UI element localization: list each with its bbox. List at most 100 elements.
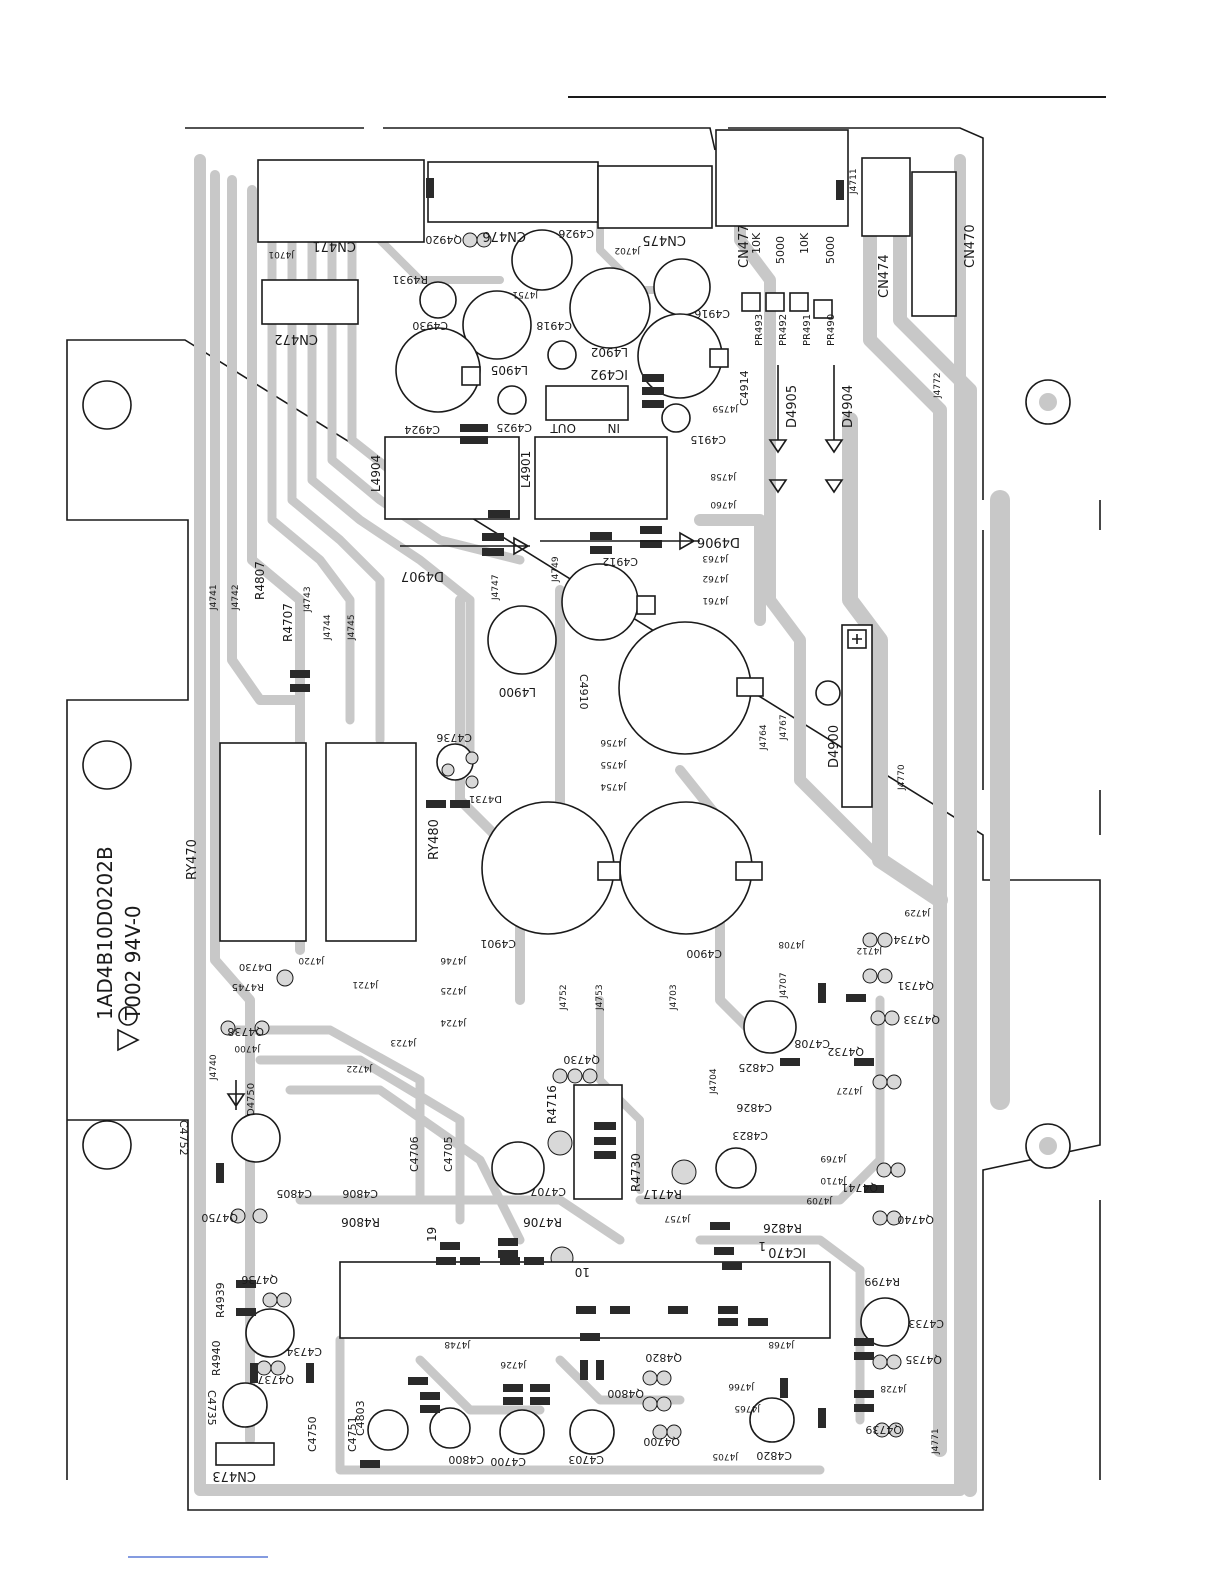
c4925-label: C4925 [496, 421, 532, 434]
polarity-marks [847, 629, 867, 649]
j4712-label: J4712 [856, 945, 883, 955]
r4707-label: R4707 [281, 603, 295, 642]
pr490-label: PR490 [826, 314, 837, 346]
q4732-label: Q4732 [827, 1045, 864, 1058]
j4763-label: J4763 [702, 553, 729, 563]
relay-labels: RY470 RY480 [185, 819, 442, 880]
q4740-label: Q4740 [897, 1213, 934, 1226]
j4720-label: J4720 [298, 955, 325, 965]
l4905-label: L4905 [491, 363, 528, 377]
d4730-label: D4730 [239, 961, 272, 972]
j4768-label: J4768 [768, 1339, 795, 1349]
j4754-label: J4754 [600, 781, 627, 791]
d4905-label: D4905 [785, 385, 800, 428]
j4765-label: J4765 [734, 1403, 761, 1413]
j4726-label: J4726 [500, 1359, 527, 1369]
inductor-labels: L4905 L4902 L4904 L4901 L4900 [369, 345, 628, 699]
q4735-label: Q4735 [905, 1353, 942, 1366]
c4751-label: C4751 [346, 1416, 359, 1452]
q4739-label: Q4739 [865, 1423, 902, 1436]
j4742-label: J4742 [231, 584, 241, 611]
j4700-label: J4700 [234, 1043, 261, 1053]
q4730-label: Q4730 [563, 1053, 600, 1066]
j4711-label: J4711 [849, 168, 859, 195]
j4745-label: J4745 [347, 614, 357, 641]
c4820-label: C4820 [756, 1449, 792, 1462]
r4939-label: R4939 [214, 1282, 227, 1318]
j4755-label: J4755 [600, 759, 627, 769]
c4924-label: C4924 [404, 423, 440, 436]
r4807-label: R4807 [253, 561, 267, 600]
electrolytic-capacitors [222, 229, 910, 1455]
d4731-label: D4731 [469, 793, 502, 804]
c4707-label: C4707 [530, 1185, 566, 1198]
ry470-label: RY470 [185, 839, 200, 880]
j4751-label: J4751 [512, 289, 539, 299]
j4757-label: J4757 [664, 1213, 691, 1223]
j4749-label: J4749 [551, 556, 561, 583]
preset-resistor-bodies [741, 292, 833, 319]
r4716-label: R4716 [545, 1085, 559, 1124]
j4748-label: J4748 [444, 1339, 471, 1349]
r4799-label: R4799 [864, 1275, 900, 1288]
c4750-label: C4750 [306, 1416, 319, 1452]
cn474-label: CN474 [877, 254, 892, 298]
capacitor-labels: C4926 C4930 C4918 C4916 C4924 C4914 C492… [177, 227, 944, 1468]
d4750-label: D4750 [246, 1083, 257, 1116]
j4743-label: J4743 [303, 586, 313, 613]
board-rating-marking: T002 94V-0 [121, 905, 145, 1021]
j4761-label: J4761 [702, 595, 729, 605]
j4725-label: J4725 [440, 985, 467, 995]
r4717-label: R4717 [643, 1187, 682, 1201]
pin1-label: 1 [758, 1239, 766, 1253]
c4703-label: C4703 [568, 1453, 604, 1466]
warning-triangle-icon [117, 1028, 140, 1052]
j4723-label: J4723 [390, 1037, 417, 1047]
j4740-label: J4740 [209, 1054, 219, 1081]
j4701-label: J4701 [268, 249, 295, 259]
j4758-label: J4758 [710, 471, 737, 481]
c4901-label: C4901 [480, 937, 516, 950]
j4729-label: J4729 [904, 907, 931, 917]
mounting-holes [82, 379, 1071, 1170]
c4805-label: C4805 [276, 1187, 312, 1200]
j4741-label: J4741 [209, 584, 219, 611]
j4728-label: J4728 [880, 1383, 907, 1393]
cn470-label: CN470 [963, 224, 978, 268]
j4764-label: J4764 [759, 724, 769, 751]
ic470-body [339, 1261, 831, 1339]
c4826-label: C4826 [736, 1101, 772, 1114]
pr491-label: PR491 [802, 314, 813, 346]
recycle-icon [118, 1006, 138, 1026]
c4915-label: C4915 [690, 433, 726, 446]
j4744-label: J4744 [323, 614, 333, 641]
cn477-label: CN477 [737, 224, 752, 268]
c4700-label: C4700 [490, 1455, 526, 1468]
q4737-label: Q4737 [257, 1373, 294, 1386]
j4756-label: J4756 [600, 737, 627, 747]
pin10-label: 10 [575, 1265, 590, 1279]
cn475-label: CN475 [642, 232, 686, 247]
connector-labels: CN471 CN476 CN475 CN477 CN474 CN470 CN47… [212, 224, 978, 1483]
ic-labels: IC492 IC470 [590, 366, 806, 1259]
q4920-label: Q4920 [425, 233, 462, 246]
preset-value-4: 5000 [824, 236, 837, 264]
diode-labels: D4905 D4904 D4906 D4907 D4900 D4731 D473… [239, 385, 856, 1116]
connector-bodies [215, 129, 957, 1466]
q4731-label: Q4731 [897, 979, 934, 992]
j4767-label: J4767 [779, 714, 789, 741]
cn473-label: CN473 [212, 1468, 256, 1483]
c4800-label: C4800 [448, 1453, 484, 1466]
j4770-label: J4770 [897, 764, 907, 791]
j4746-label: J4746 [440, 955, 467, 965]
j4709-label: J4709 [806, 1195, 833, 1205]
out-label: OUT [550, 421, 576, 435]
q4820-label: Q4820 [645, 1351, 682, 1364]
c4823-label: C4823 [732, 1129, 768, 1142]
j4760-label: J4760 [710, 499, 737, 509]
j4771-label: J4771 [931, 1428, 941, 1455]
j4704-label: J4704 [709, 1068, 719, 1095]
l4902-label: L4902 [591, 345, 628, 359]
regulator-blocks [384, 348, 764, 881]
j4766-label: J4766 [728, 1381, 755, 1391]
